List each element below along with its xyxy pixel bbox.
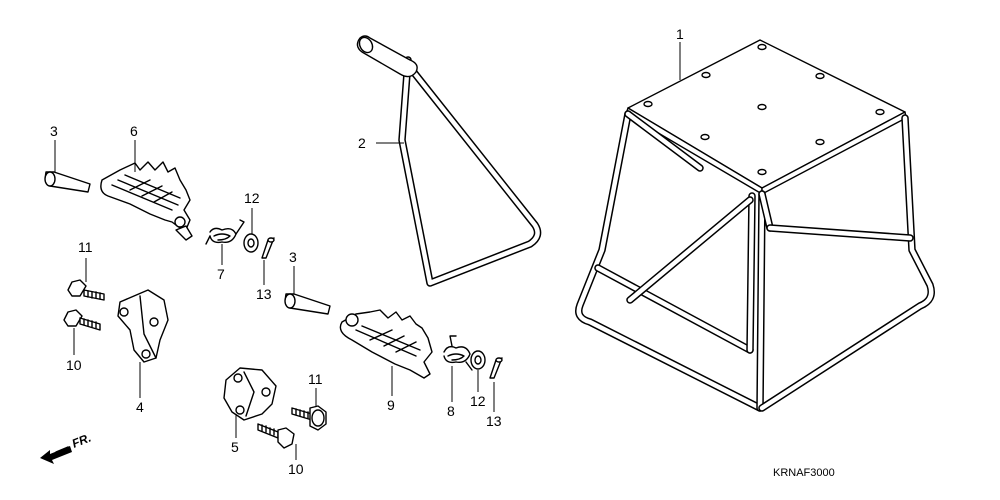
lift-stand [356,35,542,287]
bracket-right [223,367,277,438]
bolt-11-right [291,388,327,431]
bracket-left [117,289,169,398]
lift-stand-grip [356,35,418,78]
cotter-pin-left [261,237,275,285]
washer-left [243,208,259,253]
callout-9: 9 [387,397,395,413]
callout-7: 7 [217,266,225,282]
callout-13: 13 [486,413,502,429]
cotter-pin-right [489,357,503,412]
spring-left [205,219,245,265]
spring-right [443,335,473,402]
callout-1: 1 [676,26,684,42]
stand-top-bolts [643,43,885,176]
callout-10: 10 [66,357,82,373]
pin-right [284,266,331,315]
callout-11: 11 [308,371,323,387]
callout-4: 4 [136,399,144,415]
callout-12: 12 [244,190,260,206]
front-label: FR. [70,431,93,451]
callout-12: 12 [470,393,486,409]
bolt-11-left [67,258,105,301]
callout-13: 13 [256,286,272,302]
callout-5: 5 [231,439,239,455]
work-stand [575,39,935,412]
washer-right [470,350,486,392]
footpeg-right [339,309,433,396]
callout-numbers: 1 2 3 3 4 5 6 7 8 9 10 10 11 11 12 12 13… [50,26,684,477]
front-direction-arrow: FR. [40,431,93,464]
bolt-10-left [63,309,101,355]
callout-11: 11 [78,239,93,255]
stand-top-plate [627,39,906,189]
footpeg-left [100,140,193,241]
callout-2: 2 [358,135,366,151]
stand-legs [575,110,935,412]
arrow-icon [40,446,72,464]
callout-10: 10 [288,461,304,477]
callout-6: 6 [130,123,138,139]
callout-3: 3 [289,249,297,265]
bolt-10-right [257,423,297,460]
pin-left [44,140,91,193]
diagram-code: KRNAF3000 [773,467,835,479]
callout-3: 3 [50,123,58,139]
callout-8: 8 [447,403,455,419]
